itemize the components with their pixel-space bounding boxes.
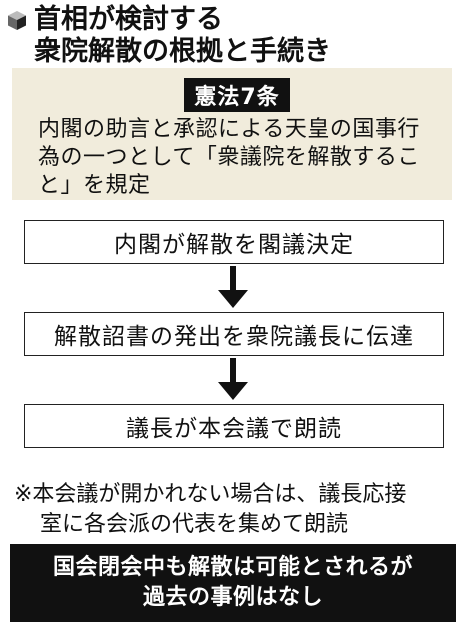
title-line-1: 首相が検討する: [34, 4, 223, 35]
title-line-2: 衆院解散の根拠と手続き: [34, 36, 331, 67]
article-tag: 憲法7条: [184, 78, 290, 112]
arrow-down-icon: [218, 266, 248, 308]
header: 首相が検討する 衆院解散の根拠と手続き: [6, 4, 460, 68]
bottom-callout: 国会閉会中も解散は可能とされるが 過去の事例はなし: [10, 544, 456, 622]
bottom-line-1: 国会閉会中も解散は可能とされるが: [52, 555, 413, 580]
arrow-down-icon: [218, 358, 248, 400]
bottom-line-2: 過去の事例はなし: [142, 585, 323, 610]
cube-icon: [8, 11, 26, 30]
step-speaker-reading: 議長が本会議で朗読: [24, 404, 444, 448]
title-row: 首相が検討する: [6, 4, 460, 36]
footnote-line-1: ※本会議が開かれない場合は、議長応接: [14, 482, 407, 507]
footnote-line-2: 室に各会派の代表を集めて朗読: [40, 512, 349, 537]
constitution-article-box: 憲法7条 内閣の助言と承認による天皇の国事行為の一つとして「衆議院を解散すること…: [12, 68, 452, 200]
step-edict-delivery: 解散詔書の発出を衆院議長に伝達: [24, 312, 444, 356]
article-text: 内閣の助言と承認による天皇の国事行為の一つとして「衆議院を解散すること」を規定: [38, 117, 420, 198]
footnote: ※本会議が開かれない場合は、議長応接 室に各会派の代表を集めて朗読: [14, 480, 454, 540]
step-cabinet-decision: 内閣が解散を閣議決定: [24, 220, 444, 264]
